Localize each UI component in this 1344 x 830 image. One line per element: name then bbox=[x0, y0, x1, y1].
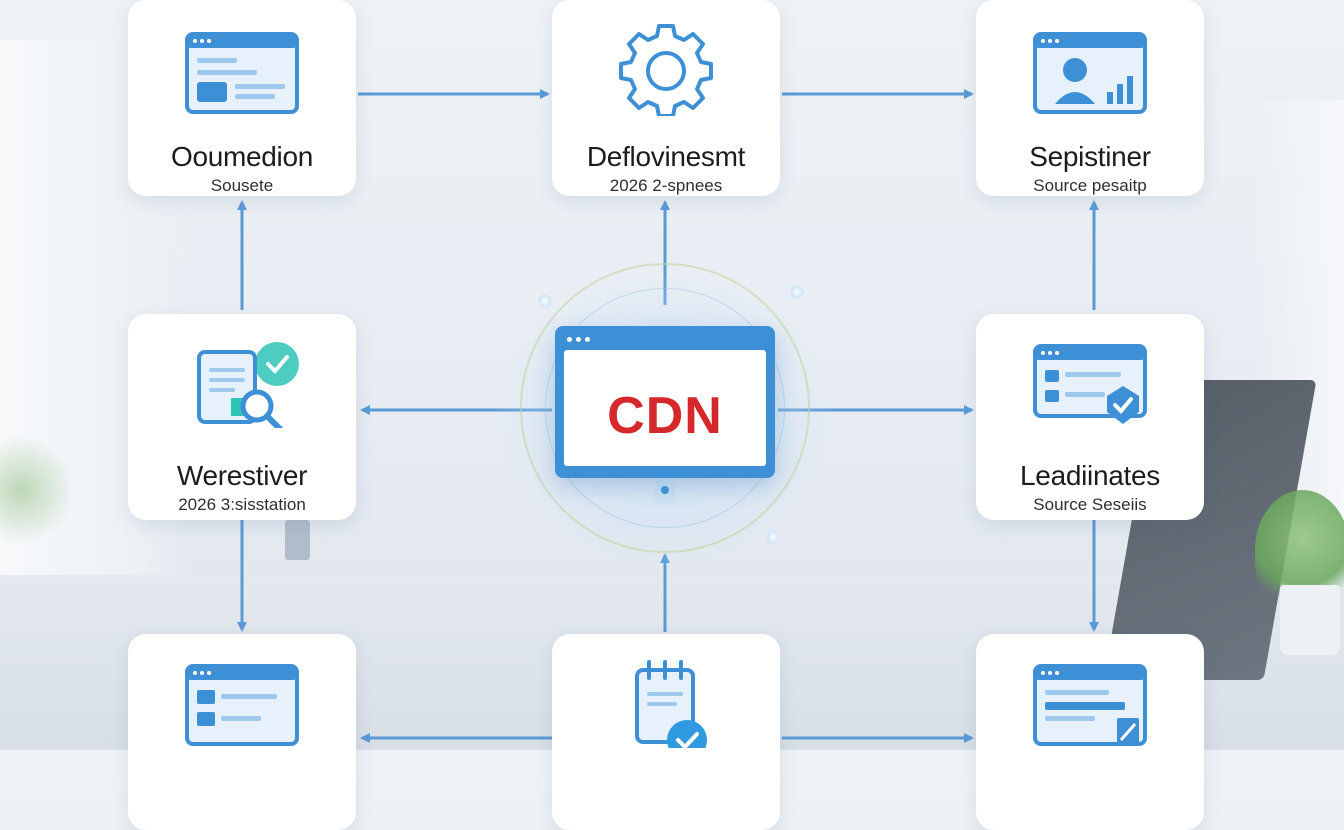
node-title: Leadiinates bbox=[1020, 460, 1160, 491]
node-title: Ooumedion bbox=[170, 141, 314, 172]
monitor-base bbox=[615, 506, 715, 516]
node-top-center[interactable]: Deflovinesmt 2026 2-spnees bbox=[552, 0, 780, 196]
node-subtitle: Source Seseiis bbox=[1033, 495, 1147, 514]
node-subtitle: 2026 2-spnees bbox=[609, 176, 723, 195]
node-title: Deflovinesmt bbox=[586, 141, 746, 172]
cdn-label: CDN bbox=[607, 387, 723, 445]
background-plant-pot bbox=[1280, 585, 1340, 655]
node-bottom-right[interactable] bbox=[976, 634, 1204, 830]
browser-form-icon bbox=[177, 648, 307, 748]
background-cup bbox=[285, 520, 310, 560]
background-plant-left bbox=[0, 430, 70, 550]
sparkle-dot bbox=[766, 530, 780, 544]
monitor-power-dot bbox=[661, 486, 669, 494]
node-bottom-left[interactable] bbox=[128, 634, 356, 830]
node-top-left[interactable]: Ooumedion Sousete bbox=[128, 0, 356, 196]
node-subtitle: Sousete bbox=[210, 176, 274, 195]
browser-edit-icon bbox=[1025, 648, 1155, 748]
sparkle-dot bbox=[790, 285, 804, 299]
document-search-check-icon bbox=[177, 328, 307, 428]
window-dot-icon bbox=[567, 337, 572, 342]
node-bottom-center[interactable] bbox=[552, 634, 780, 830]
node-subtitle: 2026 3:sisstation bbox=[178, 495, 306, 514]
gear-icon bbox=[601, 16, 731, 116]
node-middle-right[interactable]: Leadiinates Source Seseiis bbox=[976, 314, 1204, 520]
sparkle-dot bbox=[538, 294, 552, 308]
cdn-monitor[interactable]: CDN bbox=[555, 326, 775, 478]
node-middle-left[interactable]: Werestiver 2026 3:sisstation bbox=[128, 314, 356, 520]
cdn-orbit-ring bbox=[520, 263, 810, 553]
cdn-screen: CDN bbox=[564, 350, 766, 466]
node-title: Werestiver bbox=[176, 460, 308, 491]
node-title: Sepistiner bbox=[1029, 141, 1151, 172]
node-top-right[interactable]: Sepistiner Source pesaitp bbox=[976, 0, 1204, 196]
browser-form-icon bbox=[177, 16, 307, 116]
cdn-inner-ring bbox=[545, 288, 785, 528]
browser-shield-check-icon bbox=[1025, 328, 1155, 428]
notepad-check-icon bbox=[601, 648, 731, 748]
profile-stats-icon bbox=[1025, 16, 1155, 116]
window-dot-icon bbox=[576, 337, 581, 342]
node-subtitle: Source pesaitp bbox=[1033, 176, 1147, 195]
window-dot-icon bbox=[585, 337, 590, 342]
